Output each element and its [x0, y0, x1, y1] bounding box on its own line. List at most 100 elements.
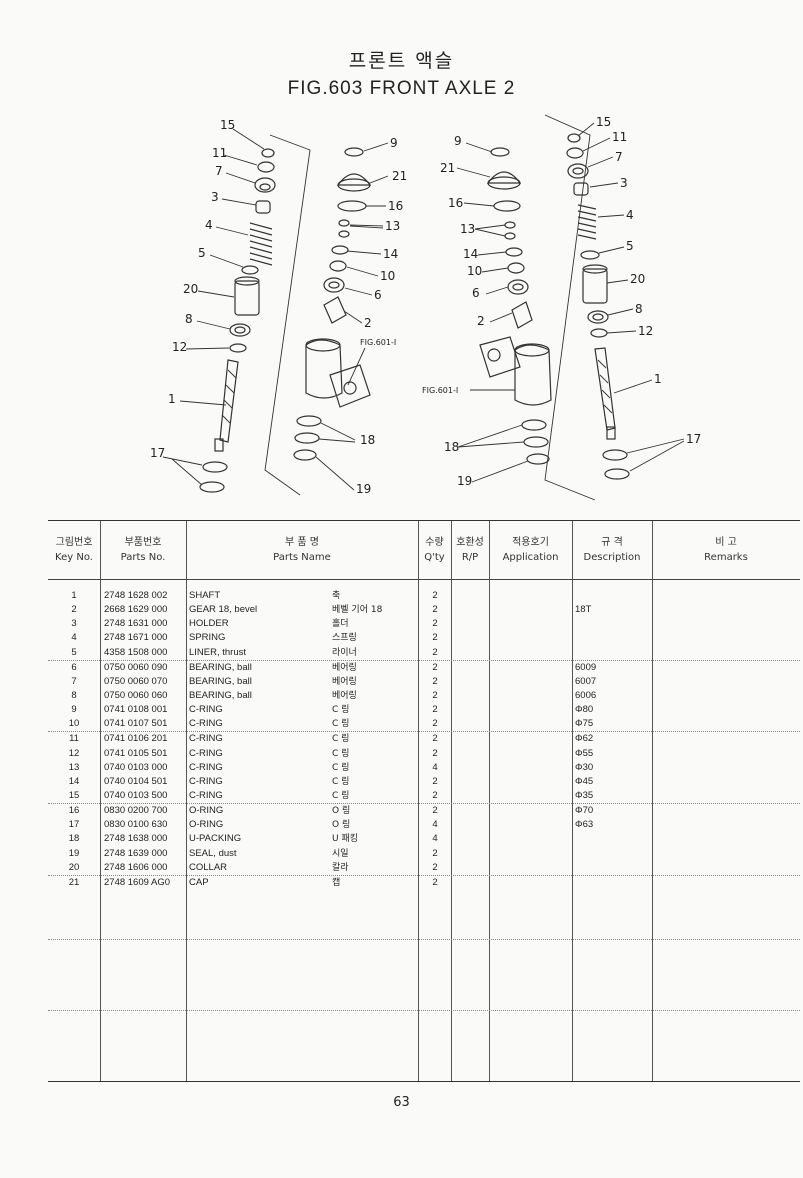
key-number: 14	[68, 775, 80, 787]
key-number: 6	[71, 661, 77, 673]
table-header: 그림번호 Key No. 부품번호 Parts No. 부 품 명 Parts …	[48, 521, 800, 580]
callout-label: 18	[444, 440, 459, 454]
part-name-korean: 스프링	[332, 633, 357, 644]
part-name-korean: 라이너	[332, 647, 357, 658]
part-name-korean: 베벨 기어 18	[332, 605, 383, 616]
quantity: 2	[432, 861, 438, 873]
key-number: 20	[68, 861, 80, 873]
header-qty-kr: 수량	[425, 537, 444, 548]
quantity: 2	[432, 618, 438, 630]
part-name: C-RING	[189, 775, 223, 787]
quantity: 4	[432, 819, 438, 831]
key-number: 11	[69, 733, 79, 745]
part-number: 0741 0107 501	[104, 718, 168, 730]
part-number: 2748 1631 000	[104, 618, 168, 630]
part-name: BEARING, ball	[189, 689, 252, 701]
callout-label: 14	[463, 247, 478, 261]
part-number: 0750 0060 090	[104, 661, 168, 673]
header-qty-en: Q'ty	[424, 552, 445, 563]
header-remarks-kr: 비 고	[715, 537, 737, 548]
part-name: COLLAR	[189, 861, 228, 873]
header-key-en: Key No.	[55, 552, 93, 563]
callout-label: 4	[626, 208, 634, 222]
quantity: 2	[432, 718, 438, 730]
parts-table: 그림번호 Key No. 부품번호 Parts No. 부 품 명 Parts …	[48, 520, 800, 1082]
callout-label: 21	[392, 169, 407, 183]
callout-label: 8	[185, 312, 193, 326]
header-remarks-en: Remarks	[704, 552, 748, 563]
right-assembly	[566, 133, 630, 480]
part-name: GEAR 18, bevel	[189, 604, 258, 616]
part-name: CAP	[189, 876, 209, 888]
key-number: 16	[68, 805, 80, 817]
callout-label: 1	[654, 372, 662, 386]
part-name-korean: 시일	[332, 848, 349, 859]
key-number: 4	[71, 632, 77, 644]
figure-reference-label: FIG.601-I	[360, 338, 396, 347]
part-name: O-RING	[189, 805, 224, 817]
part-name-korean: C 링	[332, 734, 350, 745]
quantity: 2	[432, 646, 438, 658]
key-number: 3	[71, 618, 77, 630]
header-name-kr: 부 품 명	[285, 537, 319, 548]
part-number: 2748 1639 000	[104, 847, 168, 859]
part-name-korean: O 링	[332, 820, 351, 831]
callout-label: 2	[364, 316, 372, 330]
part-name: C-RING	[189, 733, 223, 745]
part-name: C-RING	[189, 747, 223, 759]
callout-label: 20	[183, 282, 198, 296]
callout-label: 12	[172, 340, 187, 354]
callout-label: 2	[477, 314, 485, 328]
description: Φ75	[575, 718, 594, 730]
quantity: 4	[432, 833, 438, 845]
part-name: U-PACKING	[189, 833, 242, 845]
key-number: 1	[71, 590, 77, 601]
part-name-korean: 베어링	[332, 662, 357, 673]
description: 6007	[575, 675, 597, 687]
part-name: BEARING, ball	[189, 675, 252, 687]
page-title-korean: 프론트 액슬	[348, 50, 455, 72]
header-description-kr: 규 격	[601, 537, 623, 548]
quantity: 2	[432, 661, 438, 673]
quantity: 2	[432, 775, 438, 787]
description: Φ45	[575, 775, 594, 787]
callout-label: 11	[212, 146, 227, 160]
callout-label: 16	[448, 196, 463, 210]
callout-label: 17	[686, 432, 701, 446]
callout-label: 12	[638, 324, 653, 338]
key-number: 8	[71, 689, 77, 701]
key-number: 5	[71, 646, 77, 658]
part-number: 2668 1629 000	[104, 604, 168, 616]
header-parts-kr: 부품번호	[124, 537, 162, 548]
part-name: C-RING	[189, 789, 223, 801]
callout-label: 15	[596, 115, 611, 129]
part-name: SEAL, dust	[189, 847, 237, 859]
quantity: 2	[432, 747, 438, 759]
part-name: LINER, thrust	[189, 646, 247, 658]
part-name-korean: 홀더	[332, 619, 349, 630]
description: Φ63	[575, 819, 594, 831]
description: 6006	[575, 689, 597, 701]
key-number: 13	[68, 761, 80, 773]
part-name: C-RING	[189, 704, 223, 716]
center-right-assembly	[479, 147, 552, 465]
quantity: 2	[432, 675, 438, 687]
quantity: 2	[432, 704, 438, 716]
center-right-callout-labels: 9 21 16 13 14 10 6 2 18 19 FIG.601-I	[422, 134, 529, 488]
quantity: 2	[432, 876, 438, 888]
part-number: 0750 0060 060	[104, 689, 168, 701]
part-number: 0741 0106 201	[104, 733, 168, 745]
part-name: SPRING	[189, 632, 226, 644]
key-number: 17	[68, 819, 80, 831]
quantity: 4	[432, 761, 438, 773]
